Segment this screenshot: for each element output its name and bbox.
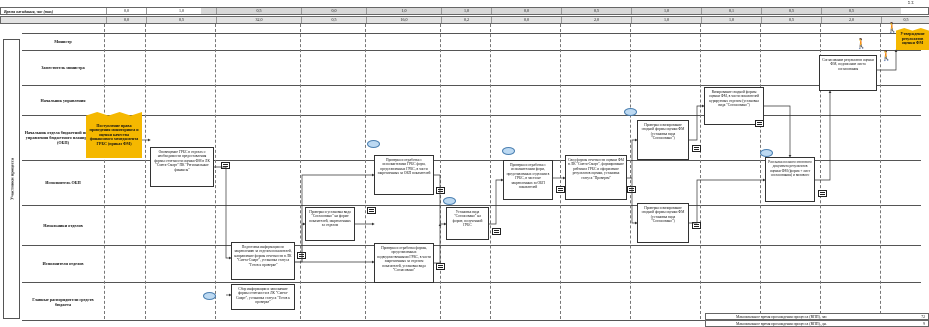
process-box-check-remaining: Проверка и отработка с исполнителями фор… — [503, 160, 553, 200]
waiting-cell: 0,5 — [761, 8, 821, 14]
operation-cell: 1,0 — [631, 17, 701, 23]
waiting-cell: 0,1 — [701, 8, 761, 14]
totals-row-days: Максимальное время прохождения процесса … — [705, 320, 929, 327]
waiting-cell: 1,0 — [441, 8, 491, 14]
swimlane — [22, 50, 921, 85]
stage-divider — [760, 24, 761, 319]
waiting-cell: 0,5 — [821, 8, 881, 14]
comment-cloud-icon — [367, 140, 380, 148]
swimlane — [22, 85, 921, 115]
process-box-approve: Согласование результатов оценки ФМ, подп… — [819, 55, 877, 91]
swimlane-label: Главные распорядители средств бюджета — [32, 297, 94, 307]
swimlane-label: Исполнители отделов — [42, 261, 84, 266]
document-icon — [221, 162, 230, 169]
document-icon — [436, 187, 445, 194]
swimlane-label: Заместитель министра — [41, 65, 85, 70]
waiting-cell: 1,0 — [146, 8, 216, 14]
waiting-cell: 0,0 — [106, 8, 146, 14]
operation-cell: 0,2 — [441, 17, 491, 23]
comment-cloud-icon — [624, 108, 637, 116]
operation-cell: 0,0 — [106, 17, 146, 23]
document-icon — [818, 190, 827, 197]
participants-side-label: Участники процесса — [3, 39, 20, 319]
process-box-check-department: Проверка и установка вида "Согласовано" … — [305, 207, 355, 241]
operation-cell: 0,5 — [761, 17, 821, 23]
process-box-visa-head-mgmt: Визирование сводной формы оценки ФМ, в ч… — [704, 87, 764, 125]
stage-divider — [104, 24, 105, 319]
waiting-cell: 1,0 — [631, 8, 701, 14]
document-icon — [627, 186, 636, 193]
stage-divider — [700, 24, 701, 319]
start-event-flag: Поступление права проведения мониторинга… — [86, 112, 142, 158]
comment-cloud-icon — [203, 292, 216, 300]
swimlane — [22, 33, 921, 50]
swimlane-label: Исполнитель ОБП — [45, 180, 81, 185]
operation-cell: 2,0 — [561, 17, 631, 23]
swimlane-label: Начальники отделов — [43, 222, 83, 228]
comment-cloud-icon — [760, 149, 773, 157]
document-icon — [436, 263, 445, 270]
document-icon — [692, 145, 701, 152]
document-icon — [755, 120, 764, 127]
stage-divider — [560, 24, 561, 319]
stage-divider — [880, 24, 881, 319]
waiting-cell: 1,0 — [366, 8, 441, 14]
swimlane — [22, 245, 921, 282]
swimlane — [22, 160, 921, 205]
end-event-flag: Утверждение результатов оценки ФМ — [896, 28, 929, 50]
stage-divider — [145, 24, 146, 319]
process-box-set-agreed: Установка вида "Согласовано" на форме, п… — [446, 207, 489, 240]
swimlane-bottom — [22, 320, 921, 321]
waiting-cell: 0,5 — [216, 8, 301, 14]
person-icon: 🚶 — [855, 39, 868, 50]
comment-cloud-icon — [443, 197, 456, 205]
swimlane-label: Начальник управления — [40, 97, 86, 103]
waiting-cell: 0,0 — [491, 8, 561, 14]
waiting-time-label: Время ожидания, час (max) — [4, 9, 54, 14]
person-icon: 🚶 — [880, 51, 893, 62]
process-box-check-obp: Проверка и отработка с исполнителями ГРБ… — [374, 155, 434, 195]
person-icon: 🚶 — [886, 23, 899, 34]
document-icon — [692, 222, 701, 229]
stage-divider — [300, 24, 301, 319]
operation-cell: 2,0 — [821, 17, 881, 23]
process-box-collect-info: Сбор информации и заполнение формы отчет… — [231, 284, 295, 310]
swimlane — [22, 115, 921, 160]
document-icon — [367, 207, 376, 214]
operation-cell: 0,5 — [881, 17, 929, 23]
swimlane — [22, 205, 921, 245]
process-box-consolidate: Свод формы отчетности оценки ФМ в ЛК "См… — [565, 155, 627, 200]
process-box-visa-heads: Проверка и визирование сводной формы оце… — [637, 120, 689, 160]
stage-divider — [820, 24, 821, 319]
document-icon — [492, 228, 501, 235]
comment-cloud-icon — [502, 147, 515, 155]
operation-cell: 32,0 — [216, 17, 301, 23]
totals-row-hours: Максимальное время прохождения процесса … — [705, 313, 929, 320]
stage-divider — [365, 24, 366, 319]
operation-cell: 16,0 — [366, 17, 441, 23]
stage-divider — [440, 24, 441, 319]
process-box-notify-grbs: Оповещение ГРБС в отделах о необходимост… — [150, 147, 214, 187]
swimlane-label: Начальник отдела бюджетной политики упра… — [24, 130, 102, 145]
waiting-cell: 0,0 — [301, 8, 366, 14]
process-box-send-result: Рассылка полного итогового документа рез… — [765, 157, 815, 202]
waiting-cell: 0,5 — [561, 8, 631, 14]
swimlane-label: Министр — [54, 39, 72, 44]
document-icon — [556, 186, 565, 193]
operation-cell: 0,5 — [146, 17, 216, 23]
stage-divider — [215, 24, 216, 319]
operation-cell: 0,0 — [491, 17, 561, 23]
operation-cell: 0,5 — [301, 17, 366, 23]
process-box-prepare-info: Подготовка информации по закреплению за … — [231, 242, 295, 280]
operation-cell: 1,0 — [701, 17, 761, 23]
swimlane — [22, 282, 921, 322]
stage-divider — [490, 24, 491, 319]
stage-divider — [630, 24, 631, 319]
corner-mark: Σ Σ — [908, 0, 914, 5]
document-icon — [297, 252, 306, 259]
